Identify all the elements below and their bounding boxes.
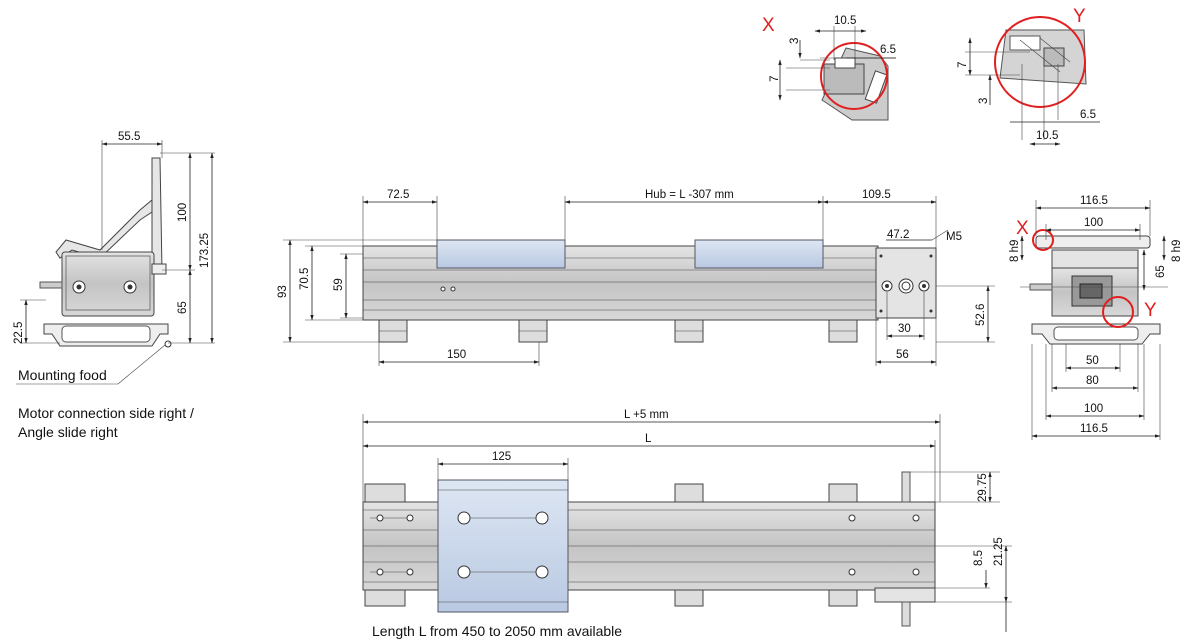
side-view: 55.5 100 173.25 65 22.5 Mounting food Mo…	[13, 131, 215, 440]
mounting-label: Mounting food	[18, 367, 107, 383]
dim-56: 56	[896, 349, 909, 361]
dim-22-5: 22.5	[13, 322, 25, 344]
front-view: 72.5 Hub = L -307 mm 109.5 47.2 M5 93 70…	[277, 189, 995, 366]
dim-59: 59	[333, 278, 345, 291]
dim-116-5-top: 116.5	[1080, 195, 1108, 207]
dim-21-25: 21.25	[993, 537, 1005, 566]
dim-52-6: 52.6	[975, 304, 987, 326]
caption-line-2: Angle slide right	[18, 424, 118, 440]
dim-3: 3	[789, 38, 801, 44]
dim-150: 150	[447, 349, 466, 361]
detail-y: Y 7 3 6.5 10.5	[957, 6, 1100, 146]
dim-l: L	[645, 433, 652, 445]
dim-70-5: 70.5	[299, 268, 311, 290]
dim-10-5: 10.5	[834, 15, 856, 27]
dim-30: 30	[898, 323, 911, 335]
end-view-marker-x: X	[1016, 218, 1029, 239]
dim-6-5-y: 6.5	[1080, 109, 1096, 121]
dim-100-bottom: 100	[1084, 403, 1103, 415]
end-view: 116.5 100 8 h9 8 h9 65 X Y 50 80 100 116…	[1009, 195, 1182, 440]
dim-29-75: 29.75	[977, 473, 989, 502]
caption-line-1: Motor connection side right /	[18, 405, 194, 421]
dim-65: 65	[177, 301, 189, 314]
detail-x-marker: X	[762, 15, 775, 36]
dim-93: 93	[277, 285, 289, 298]
dim-7: 7	[769, 76, 781, 82]
dim-72-5: 72.5	[387, 189, 409, 201]
detail-x: X 10.5 3 6.5 7	[762, 15, 896, 121]
dim-173-25: 173.25	[199, 233, 211, 268]
end-view-marker-y: Y	[1144, 300, 1157, 321]
dim-80: 80	[1086, 375, 1099, 387]
dim-l-plus-5: L +5 mm	[624, 409, 669, 421]
dim-116-5-bottom: 116.5	[1080, 423, 1108, 435]
dim-125: 125	[492, 451, 511, 463]
dim-8-5: 8.5	[973, 550, 985, 566]
dim-10-5-y: 10.5	[1036, 130, 1058, 142]
dim-8-h9-left: 8 h9	[1009, 240, 1021, 262]
dim-50: 50	[1086, 355, 1099, 367]
dim-109-5: 109.5	[862, 189, 891, 201]
detail-y-marker: Y	[1073, 6, 1086, 27]
dim-100-top: 100	[1084, 217, 1103, 229]
length-caption: Length L from 450 to 2050 mm available	[372, 623, 622, 639]
dim-47-2: 47.2	[887, 229, 909, 241]
label-m5: M5	[946, 231, 962, 243]
dim-7-y: 7	[957, 62, 969, 68]
dim-hub: Hub = L -307 mm	[645, 189, 734, 201]
dim-100: 100	[177, 203, 189, 222]
dim-55-5: 55.5	[118, 131, 140, 143]
dim-8-h9-right: 8 h9	[1171, 240, 1182, 262]
top-view: L +5 mm L 125 29.75 8.5 21.25 Length L f…	[362, 409, 1012, 639]
dim-6-5: 6.5	[880, 44, 896, 56]
dim-65-end: 65	[1155, 265, 1167, 278]
dim-3-y: 3	[978, 98, 990, 104]
